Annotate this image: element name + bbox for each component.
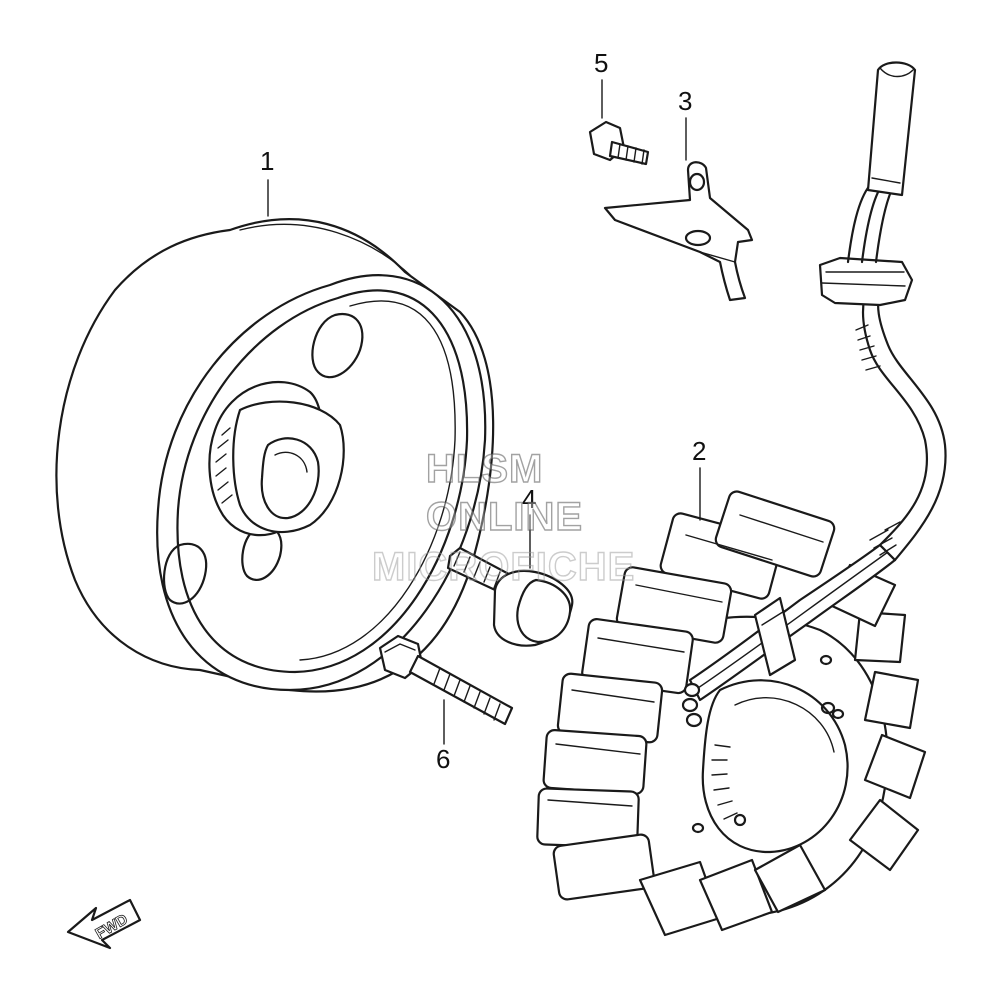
watermark-line2: ONLINE xyxy=(426,495,583,539)
watermark-line1: HLSM xyxy=(426,447,543,491)
callout-1-label: 1 xyxy=(260,146,274,176)
part-1-rotor xyxy=(55,218,495,693)
callout-3-label: 3 xyxy=(678,86,692,116)
part-2-stator xyxy=(536,490,927,937)
part-5-screw xyxy=(588,120,650,166)
callout-6-label: 6 xyxy=(436,744,450,774)
part-3-clamp xyxy=(603,161,754,302)
part-6-bolt xyxy=(378,634,514,726)
watermark-line3: MICROFICHE xyxy=(372,545,635,589)
callout-4-label: 4 xyxy=(522,484,536,514)
part-2-cable xyxy=(818,61,947,562)
callout-5-label: 5 xyxy=(594,48,608,78)
part-4-bolt xyxy=(446,546,574,647)
forward-arrow-icon: FWD xyxy=(66,898,142,950)
watermark: HLSM ONLINE MICROFICHE xyxy=(371,446,635,589)
callout-2-label: 2 xyxy=(692,436,706,466)
